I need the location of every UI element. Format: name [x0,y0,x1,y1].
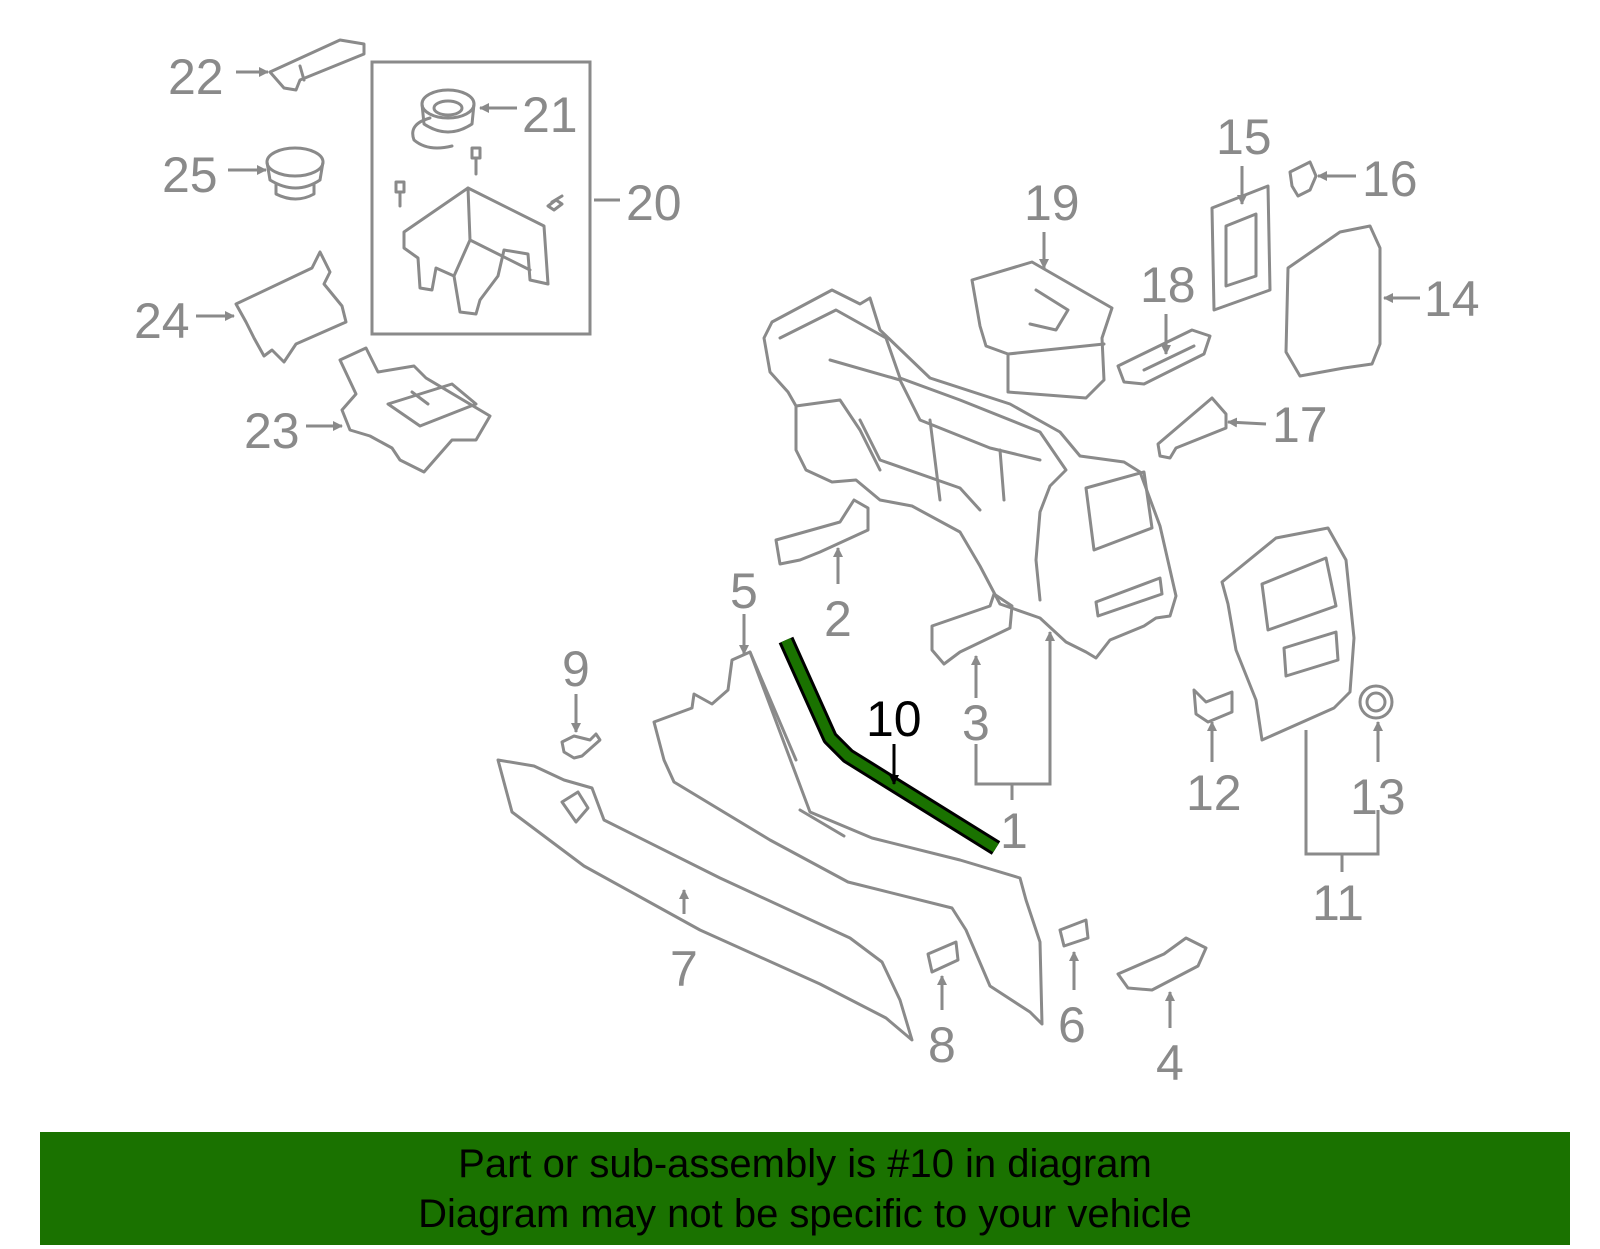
callout-2: 2 [824,591,852,647]
part-12-clip [1192,688,1234,724]
part-20-screws [394,146,564,212]
part-24-plate [234,250,348,364]
callout-19: 19 [1024,175,1080,231]
part-2-bracket [774,498,870,566]
part-22-trim [268,38,366,92]
part-13-knob [1358,684,1394,720]
callout-16: 16 [1362,151,1418,207]
part-20-group-box [370,60,592,336]
part-19-storage-tray [970,260,1114,400]
callout-18: 18 [1140,257,1196,313]
part-9-pin [560,732,602,760]
part-11-rear-panel [1220,526,1356,742]
part-17-bracket [1156,396,1228,460]
part-3-bracket [930,592,1014,666]
callout-3: 3 [962,695,990,751]
leader-lines [196,67,1420,1028]
callout-22: 22 [168,49,224,105]
callout-5: 5 [730,563,758,619]
part-5-side-panel [652,650,1044,1026]
part-1-console-body [762,288,1178,660]
info-banner: Part or sub-assembly is #10 in diagram D… [40,1132,1570,1245]
callout-8: 8 [928,1017,956,1073]
callout-21: 21 [522,87,578,143]
callout-20: 20 [626,175,682,231]
part-7-side-panel [496,758,914,1042]
callout-6: 6 [1058,997,1086,1053]
callout-11: 11 [1312,875,1364,931]
callout-12: 12 [1186,765,1242,821]
part-25-cap [265,146,325,201]
part-15-panel [1210,184,1272,312]
callout-23: 23 [244,403,300,459]
callout-4: 4 [1156,1035,1184,1091]
part-23-shift-plate [338,346,492,474]
callout-17: 17 [1272,397,1328,453]
callout-1: 1 [1000,803,1028,859]
part-16-clip [1288,160,1318,198]
callout-10-highlighted: 10 [866,691,922,747]
part-4-bracket [1116,936,1208,992]
part-14-cover [1284,224,1382,378]
callout-15: 15 [1216,109,1272,165]
callout-7: 7 [670,941,698,997]
part-8-clip [926,940,960,974]
callout-14: 14 [1424,271,1480,327]
banner-line-2: Diagram may not be specific to your vehi… [418,1191,1192,1236]
part-10-trim-strip-fill [781,637,999,853]
callout-9: 9 [562,641,590,697]
part-6-clip [1058,918,1090,948]
part-20-bracket [402,186,550,316]
part-18-trim [1116,328,1212,386]
part-21-cupholder [411,88,476,150]
banner-line-1: Part or sub-assembly is #10 in diagram [458,1141,1152,1186]
callout-13: 13 [1350,769,1406,825]
callout-25: 25 [162,147,218,203]
parts-diagram: 1 2 3 4 5 6 7 8 9 10 11 12 13 14 15 16 1… [134,38,1480,1091]
callout-24: 24 [134,293,190,349]
